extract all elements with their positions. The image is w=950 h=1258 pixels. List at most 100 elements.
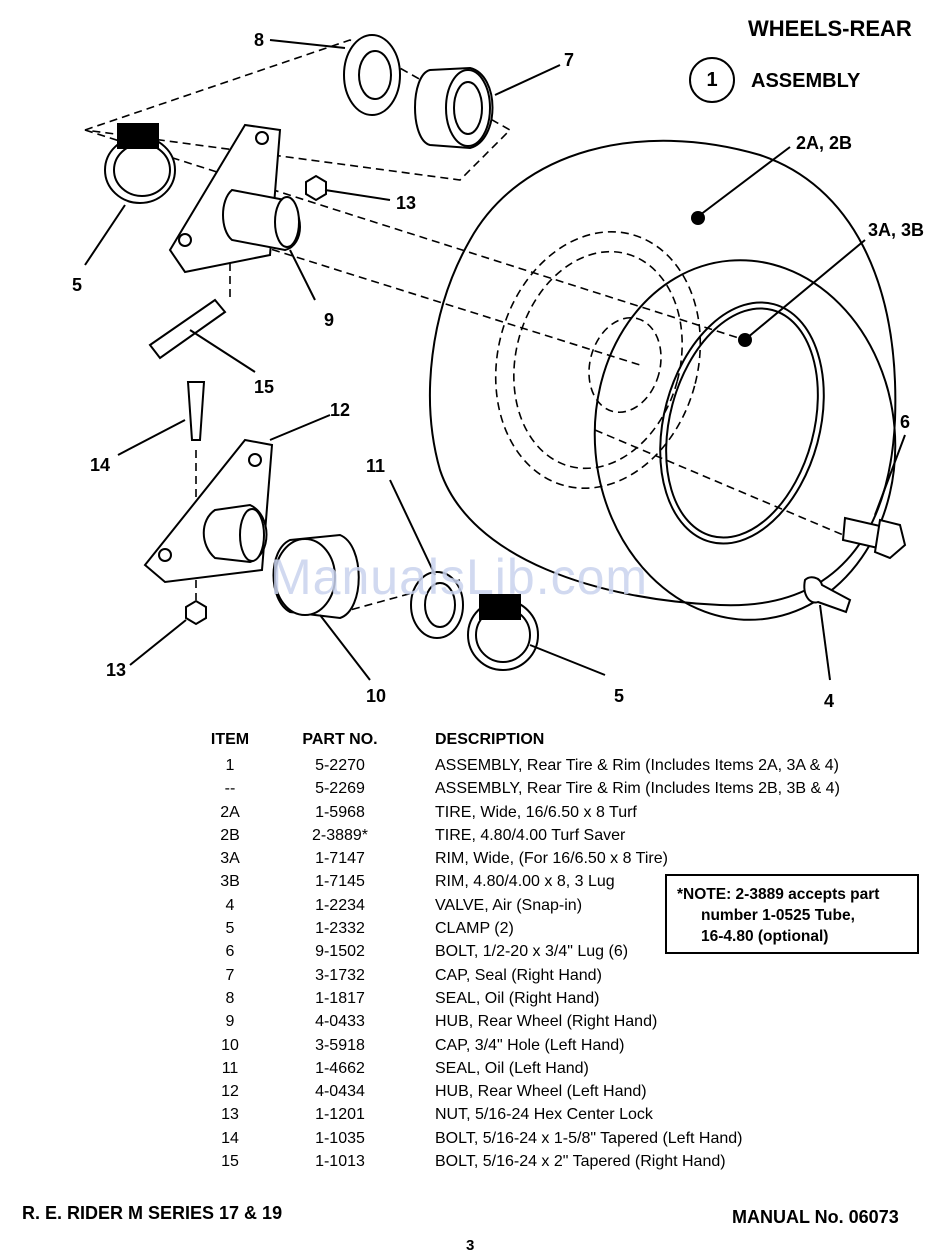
leader-12 bbox=[269, 414, 331, 441]
axis-line-right bbox=[594, 429, 856, 541]
table-cell-part-no: 2-3889* bbox=[311, 826, 369, 844]
assembly-number-circle: 1 bbox=[689, 57, 735, 103]
rim-ring-inner bbox=[665, 307, 819, 539]
leader-14 bbox=[117, 419, 186, 456]
table-cell-part-no: 1-5968 bbox=[315, 803, 365, 821]
watermark: ManualsLib.com bbox=[270, 549, 649, 605]
callout-5-upper: 5 bbox=[72, 275, 83, 295]
table-cell-item: 10 bbox=[221, 1036, 239, 1054]
table-cell-description: CLAMP (2) bbox=[435, 920, 514, 938]
table-cell-description: ASSEMBLY, Rear Tire & Rim (Includes Item… bbox=[435, 780, 840, 798]
bolt-6-head bbox=[873, 518, 907, 560]
table-cell-description: CAP, Seal (Right Hand) bbox=[435, 966, 602, 984]
table-cell-part-no: 4-0434 bbox=[315, 1083, 365, 1101]
table-cell-part-no: 1-7145 bbox=[315, 873, 365, 891]
dashed-box-upper bbox=[84, 39, 512, 181]
table-cell-description: ASSEMBLY, Rear Tire & Rim (Includes Item… bbox=[435, 757, 840, 774]
table-cell-item: 7 bbox=[225, 966, 235, 984]
table-cell-description: BOLT, 5/16-24 x 2" Tapered (Right Hand) bbox=[435, 1153, 726, 1171]
table-cell-description: VALVE, Air (Snap-in) bbox=[435, 896, 583, 914]
rim-hidden-outer bbox=[494, 230, 702, 490]
table-cell-description: CAP, 3/4" Hole (Left Hand) bbox=[435, 1036, 625, 1054]
table-cell-part-no: 1-4662 bbox=[315, 1059, 365, 1077]
leader-15 bbox=[189, 329, 256, 373]
callout-14: 14 bbox=[90, 455, 111, 475]
callout-10: 10 bbox=[366, 686, 387, 706]
bolt-15 bbox=[148, 298, 227, 360]
callout-9: 9 bbox=[324, 310, 335, 330]
clamp-5-lower-screw bbox=[479, 594, 521, 620]
callout-7: 7 bbox=[564, 50, 575, 70]
axis-line-hub bbox=[209, 229, 641, 366]
table-header-part-no: PART NO. bbox=[302, 731, 378, 748]
table-cell-description: HUB, Rear Wheel (Right Hand) bbox=[435, 1013, 658, 1031]
table-cell-part-no: 1-2234 bbox=[315, 896, 365, 914]
page-title: WHEELS-REAR bbox=[748, 16, 912, 41]
table-cell-item: 8 bbox=[225, 989, 235, 1007]
clamp-5-upper-inner bbox=[113, 143, 171, 197]
table-cell-description: HUB, Rear Wheel (Left Hand) bbox=[435, 1083, 647, 1101]
table-cell-part-no: 1-1035 bbox=[315, 1129, 365, 1147]
table-cell-item: 9 bbox=[225, 1013, 235, 1031]
table-cell-part-no: 1-1817 bbox=[315, 989, 365, 1007]
table-cell-description: TIRE, Wide, 16/6.50 x 8 Turf bbox=[435, 803, 637, 821]
leader-5b bbox=[529, 644, 606, 676]
table-cell-part-no: 1-1013 bbox=[315, 1153, 365, 1171]
leader-13b bbox=[129, 619, 187, 666]
rim-ring bbox=[659, 301, 825, 545]
note-box: *NOTE: 2-3889 accepts part number 1-0525… bbox=[665, 874, 919, 954]
table-cell-description: RIM, Wide, (For 16/6.50 x 8 Tire) bbox=[435, 850, 668, 868]
footer-manual-number: MANUAL No. 06073 bbox=[732, 1207, 899, 1227]
table-column-part-no: 5-2270 5-2269 1-5968 2-3889* 1-7147 1-7145 1-2… bbox=[290, 754, 390, 1173]
leader-7 bbox=[494, 64, 561, 96]
table-cell-description: SEAL, Oil (Right Hand) bbox=[435, 989, 600, 1007]
bolt-6-shank bbox=[841, 516, 882, 550]
footer-model: R. E. RIDER M SERIES 17 & 19 bbox=[22, 1203, 283, 1223]
table-cell-part-no: 4-0433 bbox=[315, 1013, 365, 1031]
table-cell-description: RIM, 4.80/4.00 x 8, 3 Lug bbox=[435, 873, 615, 891]
leader-4 bbox=[819, 604, 831, 681]
leader-5a bbox=[84, 204, 126, 266]
callout-13-lower: 13 bbox=[106, 660, 127, 680]
table-header-description: DESCRIPTION bbox=[435, 731, 545, 748]
nut-13-upper bbox=[305, 174, 327, 202]
leader-13a bbox=[324, 189, 391, 201]
table-column-description: ASSEMBLY, Rear Tire & Rim (Includes Item… bbox=[435, 754, 840, 1173]
seal-8-inner bbox=[358, 50, 392, 100]
callout-11: 11 bbox=[366, 456, 386, 476]
callout-15: 15 bbox=[254, 377, 275, 397]
table-cell-item: 3B bbox=[220, 873, 240, 891]
leader-3A3B bbox=[746, 239, 866, 339]
nut-13-lower bbox=[185, 599, 207, 626]
hub-12-bore bbox=[239, 508, 265, 562]
table-cell-item: 12 bbox=[221, 1083, 239, 1101]
table-cell-part-no: 1-1201 bbox=[315, 1106, 365, 1124]
table-cell-item: 11 bbox=[221, 1059, 239, 1077]
leader-11 bbox=[389, 479, 436, 576]
note-line-3: 16-4.80 (optional) bbox=[701, 928, 829, 945]
table-cell-item: 14 bbox=[221, 1129, 239, 1147]
leader-2A2B bbox=[699, 146, 791, 216]
table-cell-item: 15 bbox=[221, 1153, 239, 1171]
leader-9 bbox=[289, 249, 316, 301]
note-line-1: *NOTE: 2-3889 accepts part bbox=[677, 886, 880, 903]
table-cell-part-no: 3-5918 bbox=[315, 1036, 365, 1054]
callout-4: 4 bbox=[824, 691, 835, 711]
table-cell-description: SEAL, Oil (Left Hand) bbox=[435, 1059, 589, 1077]
callout-13-upper: 13 bbox=[396, 193, 417, 213]
assembly-label: ASSEMBLY bbox=[751, 70, 861, 92]
cap-7-inner bbox=[453, 81, 483, 135]
table-header-item: ITEM bbox=[210, 731, 250, 748]
clamp-5-upper-screw bbox=[117, 123, 159, 149]
table-cell-item: 3A bbox=[220, 850, 240, 868]
table-cell-item: -- bbox=[224, 780, 236, 798]
table-cell-part-no: 3-1732 bbox=[315, 966, 365, 984]
table-cell-part-no: 5-2270 bbox=[315, 757, 365, 774]
table-cell-part-no: 1-7147 bbox=[315, 850, 365, 868]
table-cell-part-no: 5-2269 bbox=[315, 780, 365, 798]
table-cell-description: BOLT, 5/16-24 x 1-5/8" Tapered (Left Han… bbox=[435, 1129, 743, 1147]
callout-3A-3B: 3A, 3B bbox=[868, 220, 925, 240]
tire-outline bbox=[429, 139, 897, 607]
table-cell-item: 6 bbox=[225, 943, 235, 961]
table-cell-item: 1 bbox=[225, 757, 235, 774]
